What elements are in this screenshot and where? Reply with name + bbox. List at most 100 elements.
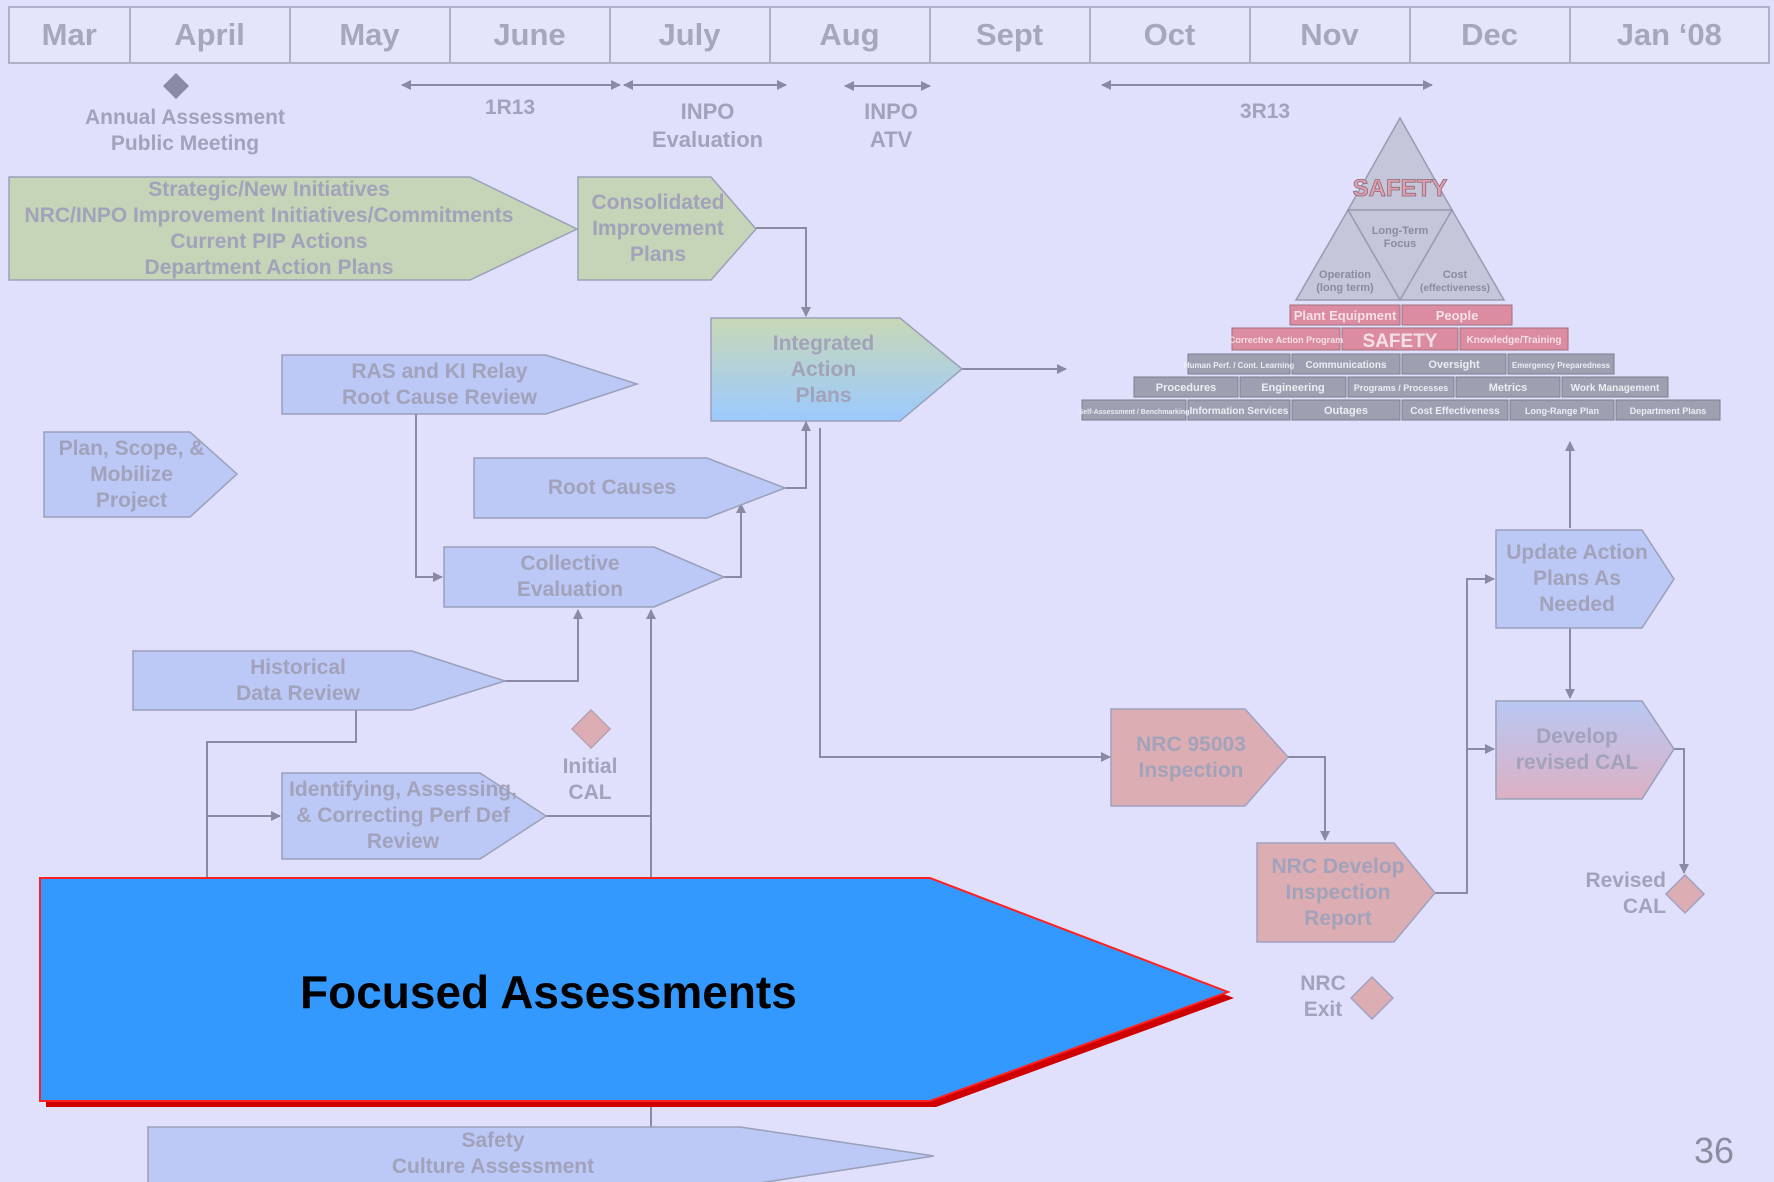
connector-historical-collective <box>505 609 583 682</box>
pyramid-row2-label-2: SAFETY <box>1363 331 1438 352</box>
pyramid-left-triangle <box>1294 208 1402 301</box>
consolidated-line-3: Plans <box>629 242 687 266</box>
nrc-exit-line-2: Exit <box>1303 998 1343 1021</box>
root-causes-shape <box>473 457 788 519</box>
pyramid-row5-label-5: Long-Range Plan <box>1525 406 1599 416</box>
connector-ras-collective <box>415 414 443 582</box>
historical-data-text: Historical Data Review <box>133 651 463 710</box>
inpo-eval-line-1: INPO <box>680 99 735 124</box>
pyramid-row4-box-3 <box>1347 376 1455 398</box>
pyramid-row3-label-4: Emergency Preparedness <box>1512 361 1611 370</box>
integrated-line-2: Action <box>790 357 857 381</box>
strategic-line-3: Current PIP Actions <box>170 229 368 253</box>
collective-evaluation-shape <box>443 546 726 608</box>
safety-culture-text: Safety Culture Assessment <box>148 1128 838 1182</box>
r3r13-label: 3R13 <box>1239 100 1291 123</box>
month-jan-08: Jan ‘08 <box>1616 17 1722 52</box>
collective-evaluation-text: Collective Evaluation <box>444 547 696 607</box>
pyramid-row2-box-3 <box>1459 327 1569 351</box>
ras-ki-line-2: Root Cause Review <box>342 385 537 409</box>
pyramid-row5-label-3: Outages <box>1324 405 1368 417</box>
inpo-eval-label: INPO Evaluation <box>630 98 785 154</box>
revised-cal-line-2: CAL <box>1622 895 1666 918</box>
pyramid-row4-box-4 <box>1455 376 1561 398</box>
nrc-exit-line-1: NRC <box>1300 972 1346 995</box>
initial-cal-label: Initial CAL <box>550 754 630 806</box>
safety-pyramid: SAFETY Long-Term Focus Operation (long t… <box>1079 116 1721 421</box>
pyramid-row5-box-6 <box>1615 399 1721 421</box>
update-plans-line-3: Needed <box>1539 593 1615 616</box>
identifying-line-1: Identifying, Assessing, <box>289 778 517 801</box>
pyramid-row3-label-1: Human Perf. / Cont. Learning <box>1184 361 1294 370</box>
inpo-atv-line-1: INPO <box>864 99 918 124</box>
develop-cal-shape <box>1495 700 1675 800</box>
connector-develop-revisedcal <box>1672 748 1689 874</box>
initial-cal-line-1: Initial <box>562 755 618 778</box>
nrc-95003-shape <box>1110 708 1290 807</box>
ras-ki-shape <box>281 354 640 415</box>
pyramid-row4-label-5: Work Management <box>1571 383 1660 394</box>
pyramid-row5-label-2: Information Services <box>1190 406 1289 417</box>
month-may: May <box>291 8 451 62</box>
pyramid-row3-box-3 <box>1401 353 1507 375</box>
safety-culture-line-2: Culture Assessment <box>391 1155 595 1178</box>
identifying-line-2: & Correcting Perf Def <box>296 804 510 827</box>
revised-cal-label: Revised CAL <box>1570 868 1666 920</box>
connector-integrated-nrc95003 <box>819 428 1111 762</box>
connector-nrc95003-report <box>1288 756 1330 841</box>
consolidated-plans-shape <box>577 176 757 281</box>
safety-culture-line-1: Safety <box>461 1129 525 1152</box>
plan-scope-line-3: Project <box>95 488 168 512</box>
pyramid-row3-box-1 <box>1187 353 1291 375</box>
safety-culture-shape <box>147 1126 935 1182</box>
pyramid-row2-box-1 <box>1231 327 1341 351</box>
pyramid-row3-box-4 <box>1507 353 1615 375</box>
connector-collective-rootcauses <box>724 503 746 578</box>
historical-line-1: Historical <box>250 655 346 679</box>
page-number: 36 <box>1693 1130 1734 1171</box>
inpo-atv-line-2: ATV <box>869 127 913 152</box>
pyramid-right-label-2: (effectiveness) <box>1420 283 1490 294</box>
nrc-report-text: NRC Develop Inspection Report <box>1257 843 1419 942</box>
nrc-95003-line-1: NRC 95003 <box>1136 732 1246 756</box>
strategic-initiatives-shape <box>8 176 579 281</box>
month-july: July <box>611 8 771 62</box>
pyramid-row5-box-2 <box>1187 399 1291 421</box>
pyramid-row4-label-4: Metrics <box>1489 382 1528 394</box>
month-dec: Dec <box>1411 8 1571 62</box>
pyramid-row5-label-1: Self-Assessment / Benchmarking <box>1079 409 1190 416</box>
develop-cal-text: Develop revised CAL <box>1496 701 1658 799</box>
revised-cal-diamond <box>1664 873 1706 915</box>
annual-meeting-line-1: Annual Assessment <box>85 106 285 129</box>
revised-cal-line-1: Revised <box>1585 869 1666 892</box>
nrc-report-line-2: Inspection <box>1285 880 1391 904</box>
plan-scope-line-2: Mobilize <box>90 462 173 486</box>
ras-ki-line-1: RAS and KI Relay <box>351 359 528 383</box>
pyramid-row5-box-1 <box>1081 399 1187 421</box>
pyramid-row4-box-1 <box>1133 376 1239 398</box>
month-sept: Sept <box>931 8 1091 62</box>
pyramid-row2-box-2 <box>1341 327 1459 351</box>
update-plans-text: Update Action Plans As Needed <box>1496 530 1658 628</box>
update-plans-line-1: Update Action <box>1506 541 1648 564</box>
annual-meeting-line-2: Public Meeting <box>110 132 260 155</box>
plan-scope-text: Plan, Scope, & Mobilize Project <box>44 432 219 517</box>
focused-assessments-shape <box>39 877 1231 1102</box>
pyramid-left-label-1: Operation <box>1319 269 1371 281</box>
nrc-report-line-3: Report <box>1304 906 1372 930</box>
nrc-95003-text: NRC 95003 Inspection <box>1111 709 1271 806</box>
pyramid-left-label-2: (long term) <box>1316 282 1374 294</box>
pyramid-row5-label-6: Department Plans <box>1630 406 1707 416</box>
pyramid-row2-label-3: Knowledge/Training <box>1466 335 1561 346</box>
plan-scope-shape <box>43 431 239 518</box>
pyramid-row4-box-2 <box>1239 376 1347 398</box>
identifying-line-3: Review <box>366 830 440 853</box>
initial-cal-diamond <box>570 708 612 750</box>
pyramid-row4-label-2: Engineering <box>1261 382 1325 394</box>
focused-assessments-label: Focused Assessments <box>300 966 797 1018</box>
collective-line-1: Collective <box>520 552 620 575</box>
plan-scope-line-1: Plan, Scope, & <box>58 436 205 460</box>
develop-cal-line-2: revised CAL <box>1515 751 1639 774</box>
inpo-eval-line-2: Evaluation <box>651 127 764 152</box>
